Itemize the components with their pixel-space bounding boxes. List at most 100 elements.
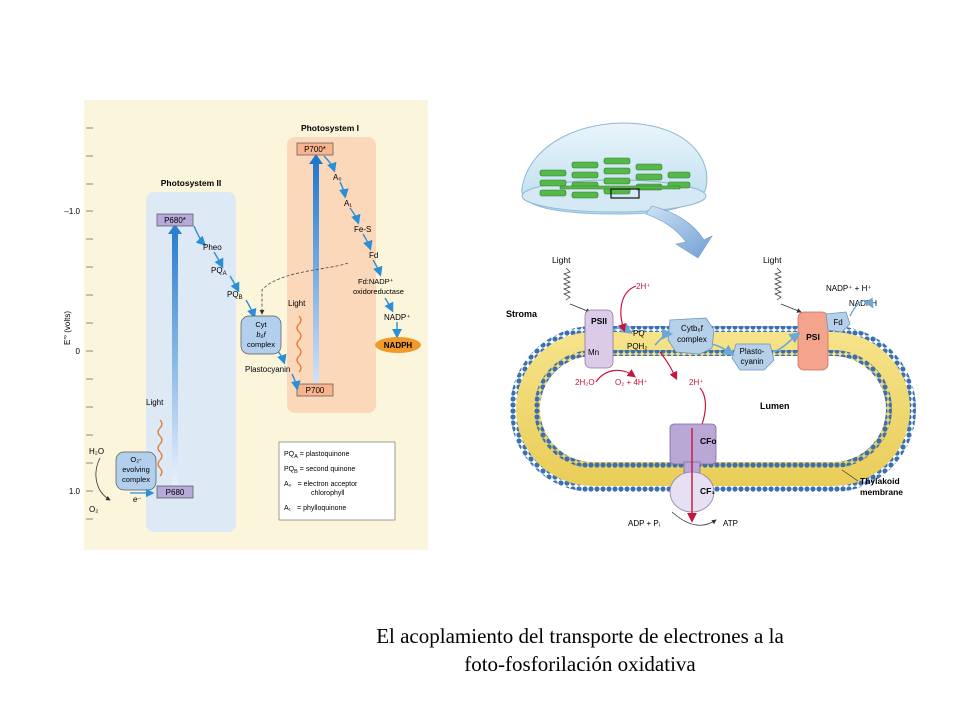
cyt-b6f-protein	[667, 317, 715, 355]
cyt-b6f-box	[240, 315, 282, 355]
fd-label: Fd	[833, 318, 842, 327]
ps1-panel	[287, 137, 376, 413]
ps2-electron-path	[193, 225, 301, 391]
oec-label-1: O₂-	[130, 455, 142, 464]
lumen-label: Lumen	[760, 401, 790, 411]
p700-label: P700	[306, 386, 325, 395]
cyt-label-2: b₆f	[256, 330, 266, 339]
caption-line-2: foto-fosforilación oxidativa	[464, 652, 696, 676]
cyt-label-1: Cyt	[255, 320, 267, 329]
tick-plus-1: 1.0	[69, 487, 81, 496]
h2-lumen-label: 2H⁺	[689, 378, 703, 387]
adp-label: ADP + Pᵢ	[628, 519, 660, 528]
tick-zero: 0	[76, 347, 81, 356]
cfo-label: CFo	[700, 436, 717, 446]
ps1-light-squiggle	[296, 315, 302, 373]
cf1-label: CF₁	[700, 486, 715, 496]
oec-box	[115, 451, 157, 491]
legend-row-1: PQA= plastoquinone	[284, 451, 350, 460]
pqa-label: PQA	[211, 266, 227, 277]
cyt-label-2: complex	[677, 335, 707, 344]
energy-axis	[86, 127, 93, 520]
water-split-arrow	[95, 457, 111, 501]
oec-label-3: complex	[122, 475, 150, 484]
light-right-squiggle	[774, 267, 782, 301]
legend-row-5: A₁= phylloquinone	[284, 505, 346, 512]
zoom-arrow	[645, 205, 713, 259]
mn-label: Mn	[588, 348, 599, 357]
ps1-electron-path	[323, 155, 402, 339]
h2o-label: H₂O	[89, 447, 104, 456]
ps1-title: Photosystem I	[301, 123, 359, 133]
p680-box	[156, 485, 194, 499]
thylakoid-label-2: membrane	[860, 487, 903, 497]
cyt-label-3: complex	[247, 340, 275, 349]
psii-protein	[584, 309, 614, 369]
a1-label: A₁	[344, 199, 352, 208]
water-label: 2H₂O	[575, 378, 595, 387]
figure-caption: El acoplamiento del transporte de electr…	[300, 622, 860, 678]
o2-label: O₂	[89, 505, 98, 514]
chloroplast-inset	[521, 122, 708, 215]
psii-label: PSII	[591, 316, 607, 326]
cyt-label-1: Cytb₆f	[681, 324, 704, 333]
atp-label: ATP	[723, 519, 738, 528]
ps2-excitation-arrow	[172, 232, 178, 485]
p700-star-box	[296, 142, 334, 156]
tick-minus-1: –1.0	[64, 207, 80, 216]
ps2-light-squiggle	[157, 419, 163, 477]
stroma-label: Stroma	[506, 309, 538, 319]
plastocyanin-label: Plastocyanin	[245, 365, 290, 374]
axis-label: E′° (volts)	[63, 311, 72, 345]
plasto-label-2: cyanin	[740, 357, 763, 366]
fd-to-nadph-arrow	[849, 297, 874, 317]
fnr-label-1: Fd:NADP⁺	[358, 277, 394, 286]
fd-protein	[825, 311, 851, 333]
pqb-label: PQB	[227, 290, 243, 301]
light-right-label: Light	[763, 255, 782, 265]
p680-star-label: P680*	[164, 216, 186, 225]
ps1-light-label: Light	[288, 299, 306, 308]
pheo-label: Pheo	[203, 243, 222, 252]
caption-line-1: El acoplamiento del transporte de electr…	[376, 624, 784, 648]
p680-label: P680	[166, 488, 185, 497]
legend-box	[278, 441, 396, 521]
fnr-label-2: oxidoreductase	[353, 287, 404, 296]
thylakoid-membrane	[510, 326, 916, 492]
plasto-label-1: Plasto-	[740, 347, 765, 356]
fd-label: Fd	[369, 251, 378, 260]
legend-row-3: A₀= electron acceptor	[284, 481, 358, 488]
ps1-excitation-arrow	[313, 162, 319, 382]
o2-4h-label: O₂ + 4H⁺	[615, 378, 648, 387]
proton-uptake-arrow	[618, 285, 637, 333]
atp-formation-arrow	[671, 511, 717, 526]
p680-star-box	[156, 213, 194, 227]
thylakoid-label-1: Thylakoid	[860, 476, 900, 486]
psi-label: PSI	[806, 332, 820, 342]
pq-label: PQ	[633, 329, 645, 338]
nadph-oval	[375, 337, 421, 353]
nadph-label: NADPH	[384, 341, 413, 350]
pqh2-release-arrow	[659, 351, 678, 381]
light-left-label: Light	[552, 255, 571, 265]
water-split-arrow-right	[595, 369, 636, 383]
electron-label: e⁻	[133, 495, 142, 504]
plastocyanin-protein	[731, 343, 775, 371]
nadph-label-right: NADPH	[849, 299, 877, 308]
h2-top-label: 2H⁺	[636, 282, 650, 291]
nadp-label: NADP⁺	[384, 313, 410, 322]
a0-label: A₀	[333, 173, 342, 182]
p700-star-label: P700*	[304, 145, 326, 154]
nadp-h-label: NADP⁺ + H⁺	[826, 284, 872, 293]
pqh2-label: PQH₂	[627, 342, 647, 351]
legend-row-2: PQB= second quinone	[284, 466, 355, 475]
oec-label-2: evolving	[122, 465, 150, 474]
legend-row-4: chlorophyll	[311, 490, 345, 497]
ps2-light-label: Light	[146, 398, 164, 407]
cyclic-dashed-path	[259, 262, 349, 315]
light-left-squiggle	[563, 267, 571, 301]
ps2-panel	[146, 192, 236, 532]
fes-label: Fe-S	[354, 225, 371, 234]
ps2-title: Photosystem II	[161, 178, 221, 188]
